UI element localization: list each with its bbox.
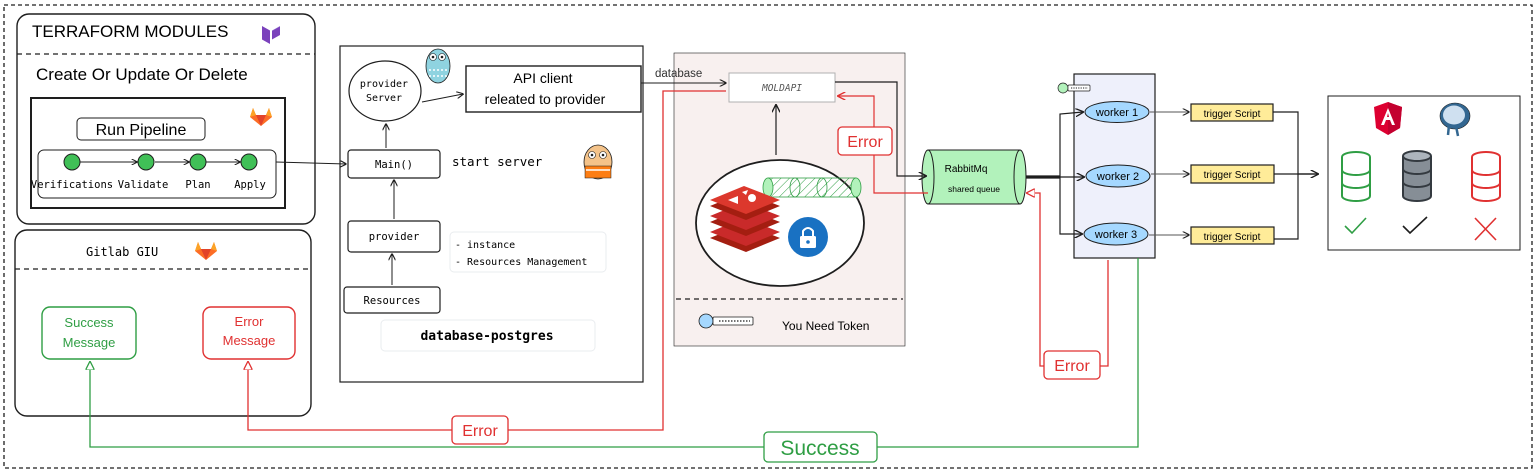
api-client-line2: releated to provider bbox=[485, 91, 606, 107]
success-badge bbox=[763, 431, 878, 463]
angular-icon bbox=[1374, 102, 1402, 135]
provider-footer-label: database-postgres bbox=[420, 329, 553, 344]
trigger-scripts: trigger Script trigger Script trigger Sc… bbox=[1149, 103, 1275, 245]
stage-verifications-node[interactable] bbox=[63, 153, 81, 171]
pipeline-to-main-arrow bbox=[275, 162, 346, 164]
database-icon-success bbox=[1341, 151, 1371, 202]
worker-key-icon bbox=[1057, 82, 1091, 94]
moldapi-to-gitlab-error-arrow bbox=[248, 90, 726, 431]
gitlab-icon bbox=[250, 108, 272, 126]
stage-validate-label: Validate bbox=[118, 179, 169, 191]
check-icon-dark bbox=[1402, 216, 1428, 235]
stage-plan-node[interactable] bbox=[189, 153, 207, 171]
api-client-line1: API client bbox=[513, 70, 572, 86]
start-server-label: start server bbox=[452, 154, 543, 169]
moldapi-node[interactable] bbox=[728, 72, 836, 103]
main-label: Main() bbox=[375, 159, 413, 171]
error-message-line2: Message bbox=[223, 333, 276, 348]
rabbitmq-queue[interactable]: RabbitMq shared queue bbox=[921, 149, 1027, 205]
moldapi-error-label: Error bbox=[847, 134, 883, 151]
redis-icon bbox=[710, 186, 780, 252]
provider-module-label: provider bbox=[369, 231, 420, 243]
terraform-subtitle: Create Or Update Or Delete bbox=[36, 65, 248, 84]
stage-apply-node[interactable] bbox=[240, 153, 258, 171]
workers-error-label: Error bbox=[1054, 358, 1090, 375]
worker-1-label: worker 1 bbox=[1095, 107, 1138, 119]
rabbitmq-to-workers-arrows bbox=[1026, 112, 1084, 234]
resources-label: Resources bbox=[364, 295, 421, 307]
moldapi-box: MOLDAPI bbox=[673, 52, 906, 347]
provider-box: provider Server API client releated to p… bbox=[339, 45, 644, 383]
success-message-box[interactable] bbox=[41, 306, 137, 360]
server-to-api-arrow bbox=[421, 94, 463, 103]
workers-box: worker 1 worker 2 worker 3 bbox=[1057, 73, 1156, 259]
moldapi-to-rabbitmq-arrow bbox=[835, 81, 926, 176]
gitlab-giu-box: Gitlab GIU Success Message Error Message bbox=[14, 229, 312, 417]
provider-server-line2: Server bbox=[366, 93, 402, 104]
cross-icon bbox=[1474, 217, 1497, 241]
provider-notes-line1: - instance bbox=[455, 240, 515, 251]
database-icon-failed bbox=[1471, 151, 1501, 202]
moldapi-title: MOLDAPI bbox=[761, 83, 802, 94]
run-pipeline-label: Run Pipeline bbox=[96, 122, 187, 139]
terraform-modules-box: TERRAFORM MODULES Create Or Update Or De… bbox=[16, 13, 316, 225]
success-message-line2: Message bbox=[63, 335, 116, 350]
rabbitmq-subtitle: shared queue bbox=[948, 184, 1000, 194]
postgres-icon bbox=[1439, 102, 1471, 137]
trigger-script-3[interactable] bbox=[1190, 226, 1275, 245]
terraform-icon bbox=[262, 26, 280, 44]
stage-apply-label: Apply bbox=[234, 179, 266, 191]
worker-2-node[interactable] bbox=[1085, 164, 1151, 188]
workers-error-badge bbox=[1043, 350, 1101, 380]
worker-3-label: worker 3 bbox=[1094, 229, 1137, 241]
stage-plan-label: Plan bbox=[185, 179, 210, 191]
database-icon-neutral bbox=[1402, 150, 1432, 202]
stage-verifications-label: Verifications bbox=[31, 179, 113, 191]
trigger-script-1-label: trigger Script bbox=[1204, 109, 1261, 120]
gitlab-giu-icon bbox=[195, 242, 217, 260]
provider-server-line1: provider bbox=[360, 79, 408, 90]
provider-module-box[interactable] bbox=[347, 220, 441, 253]
gitlab-error-label: Error bbox=[462, 423, 498, 440]
success-message-line1: Success bbox=[64, 315, 114, 330]
outer-frame bbox=[3, 4, 1533, 469]
provider-notes bbox=[449, 231, 607, 273]
worker-3-node[interactable] bbox=[1083, 222, 1149, 246]
stage-validate-node[interactable] bbox=[137, 153, 155, 171]
moldapi-error-badge bbox=[837, 126, 893, 156]
token-text: You Need Token bbox=[782, 319, 869, 333]
workers-to-gitlab-success-arrow bbox=[90, 258, 1139, 448]
run-pipeline-button[interactable] bbox=[76, 117, 206, 141]
trigger-script-3-label: trigger Script bbox=[1204, 232, 1261, 243]
database-edge-label: database bbox=[655, 68, 702, 80]
worker-2-label: worker 2 bbox=[1096, 171, 1139, 183]
main-box[interactable] bbox=[347, 149, 441, 179]
lock-icon bbox=[788, 217, 828, 257]
go-gopher-icon bbox=[425, 48, 451, 84]
worker-1-node[interactable] bbox=[1084, 101, 1150, 123]
targets-box bbox=[1327, 95, 1521, 251]
stage-nodes bbox=[63, 153, 258, 171]
provider-footer bbox=[380, 319, 596, 352]
key-icon bbox=[698, 313, 754, 329]
success-label: Success bbox=[780, 437, 859, 460]
trigger-script-2-label: trigger Script bbox=[1204, 170, 1261, 181]
go-gopher-worker-icon bbox=[583, 144, 613, 180]
provider-server-node[interactable] bbox=[348, 60, 422, 122]
queue-cylinder-icon bbox=[762, 177, 862, 198]
check-icon-green bbox=[1344, 217, 1367, 235]
workers-error-arrow bbox=[1027, 193, 1109, 367]
provider-notes-line2: - Resources Management bbox=[455, 257, 587, 268]
error-message-line1: Error bbox=[235, 314, 265, 329]
terraform-title: TERRAFORM MODULES bbox=[32, 22, 228, 41]
resources-box[interactable] bbox=[343, 286, 441, 314]
gitlab-error-badge bbox=[451, 415, 509, 445]
api-client-box[interactable] bbox=[465, 65, 642, 113]
rabbitmq-title: RabbitMq bbox=[945, 164, 988, 175]
triggers-to-targets-arrows bbox=[1273, 111, 1318, 240]
gitlab-title: Gitlab GIU bbox=[86, 245, 158, 259]
error-message-box[interactable] bbox=[202, 306, 296, 360]
